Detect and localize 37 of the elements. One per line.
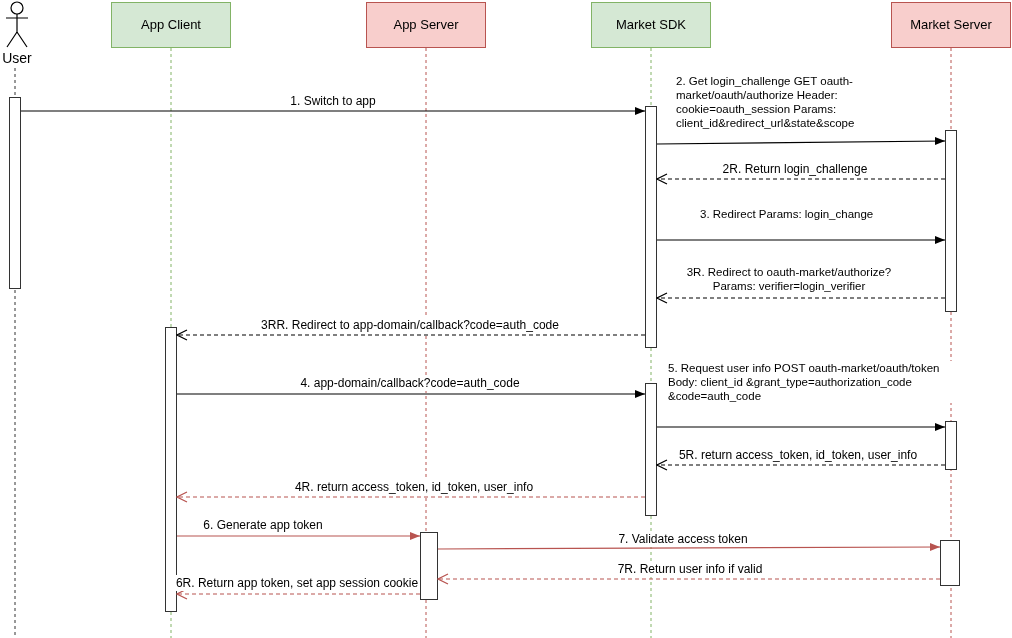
activation-bar — [165, 327, 177, 612]
message-arrow — [20, 107, 646, 115]
message-arrow — [656, 423, 946, 431]
message-arrow — [656, 459, 946, 471]
message-arrow — [176, 329, 646, 341]
message-arrow — [176, 532, 421, 540]
activation-bar — [940, 540, 960, 586]
participant-box: App Server — [366, 2, 486, 48]
activation-bar — [645, 106, 657, 348]
message-arrow — [656, 292, 946, 304]
participant-box: Market SDK — [591, 2, 711, 48]
message-arrow — [437, 543, 941, 552]
edge-label: 6R. Return app token, set app session cookie — [175, 575, 419, 591]
message-arrow — [176, 491, 646, 503]
message-arrow — [656, 173, 946, 185]
edge-label: 6. Generate app token — [203, 517, 323, 533]
activation-bar — [645, 383, 657, 516]
message-arrow — [437, 573, 941, 585]
message-arrow — [176, 390, 646, 398]
activation-bar — [945, 421, 957, 470]
edge-label: 4R. return access_token, id_token, user_info — [294, 479, 534, 495]
activation-bar — [9, 97, 21, 289]
message-arrow — [656, 137, 946, 146]
edge-label: 1. Switch to app — [290, 93, 376, 109]
edge-label: 2R. Return login_challenge — [722, 161, 868, 177]
activation-bar — [420, 532, 438, 600]
edge-label: 4. app-domain/callback?code=auth_code — [300, 375, 520, 391]
participant-box: Market Server — [891, 2, 1011, 48]
edge-label: 7R. Return user info if valid — [617, 561, 763, 577]
edge-label: 3RR. Redirect to app-domain/callback?code=auth_code — [261, 317, 559, 333]
message-arrow — [176, 588, 421, 600]
edge-label: 7. Validate access token — [618, 531, 748, 547]
participant-box: App Client — [111, 2, 231, 48]
message-arrow — [656, 236, 946, 244]
activation-bar — [945, 130, 957, 312]
actor-label: User — [2, 50, 32, 66]
edge-label: 5R. return access_token, id_token, user_info — [678, 447, 918, 463]
